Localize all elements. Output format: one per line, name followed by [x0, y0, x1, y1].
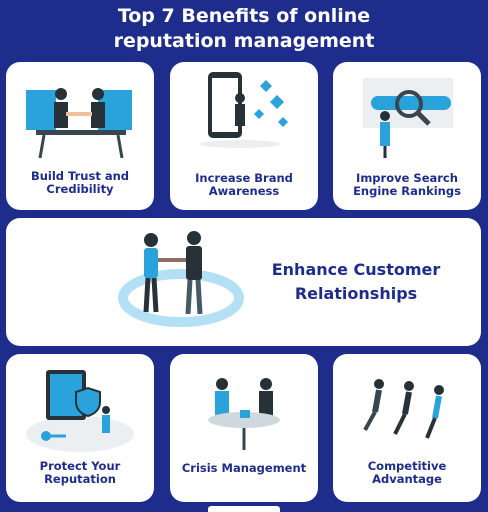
card-label: Build Trust and Credibility — [30, 169, 130, 196]
runners-race-illustration-icon — [363, 379, 444, 439]
card-crisis-management: Crisis Management — [170, 354, 318, 502]
phone-likes-illustration-icon — [200, 72, 288, 148]
laptop-shield-illustration-icon — [26, 370, 134, 452]
card-build-trust: Build Trust and Credibility — [6, 62, 154, 210]
card-label: Competitive Advantage — [367, 459, 447, 486]
card-brand-awareness: Increase Brand Awareness — [170, 62, 318, 210]
card-search-rankings: Improve Search Engine Rankings — [333, 62, 481, 210]
handshake-illustration-icon — [26, 88, 132, 159]
card-competitive-advantage: Competitive Advantage — [333, 354, 481, 502]
search-magnifier-illustration-icon — [363, 78, 453, 158]
card-label: Improve Search Engine Rankings — [353, 171, 461, 198]
meeting-table-illustration-icon — [208, 378, 280, 450]
card-label: Protect Your Reputation — [39, 459, 121, 486]
people-handshake-illustration-icon — [118, 231, 244, 327]
card-label: Increase Brand Awareness — [195, 171, 293, 198]
card-label: Crisis Management — [181, 461, 307, 475]
bottom-tab-indicator — [208, 506, 280, 512]
card-protect-reputation: Protect Your Reputation — [6, 354, 154, 502]
page-title: Top 7 Benefits of online reputation mana… — [113, 5, 375, 52]
card-customer-relationships: Enhance Customer Relationships — [6, 218, 481, 346]
card-label: Enhance Customer Relationships — [271, 260, 441, 303]
